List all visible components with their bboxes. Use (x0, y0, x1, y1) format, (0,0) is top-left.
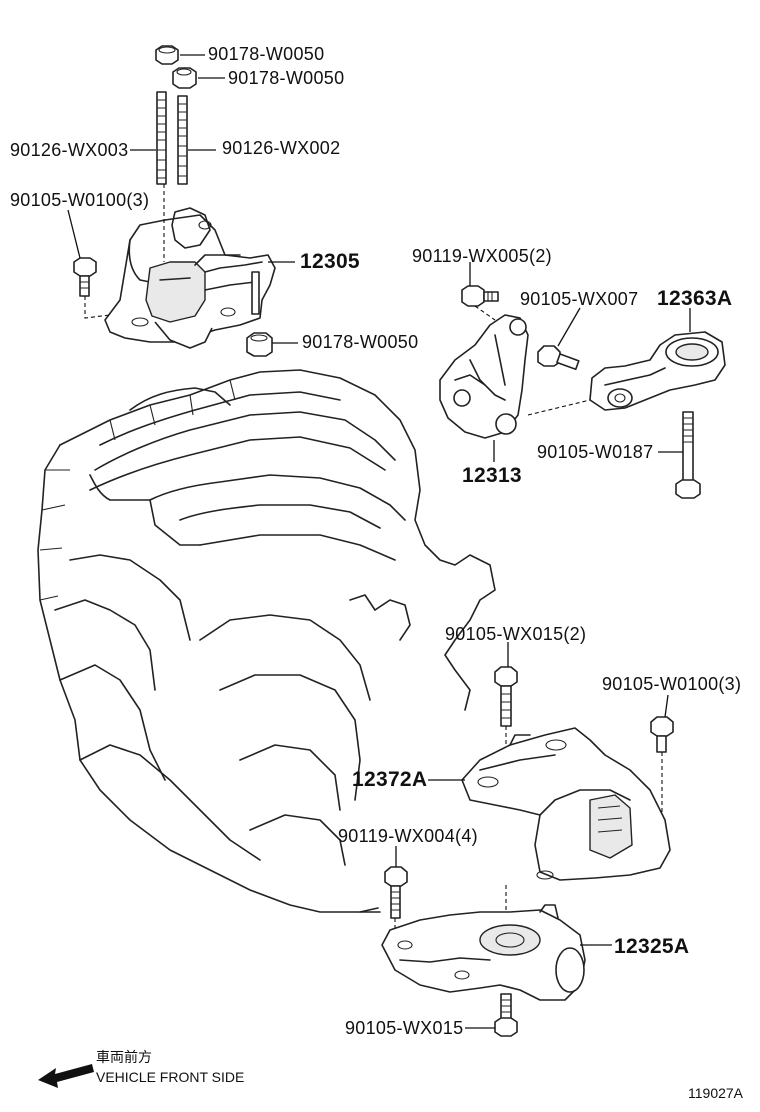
bolt-trans-left-shape (384, 866, 408, 935)
label-bolt-trans-bottom: 90105-WX015 (345, 1018, 463, 1038)
label-stud-a: 90126-WX003 (10, 140, 128, 160)
label-bolt-left: 90105-W0100(3) (10, 190, 149, 210)
label-bolt-rod: 90105-W0187 (537, 442, 653, 462)
stud-b-shape (177, 95, 188, 185)
bracket-trans-shape (461, 727, 671, 881)
engine-block-outline (37, 369, 496, 913)
label-mount-trans: 12325A (614, 935, 689, 958)
label-bracket-trans: 12372A (352, 768, 427, 791)
bolt-trans-bottom-shape (494, 993, 518, 1037)
label-rod-mount: 12363A (657, 287, 732, 310)
nut-top-1-shape (155, 45, 179, 65)
label-bolt-trans-top: 90105-WX015(2) (445, 624, 586, 644)
bracket-rear-shape (439, 305, 529, 439)
bolt-rod-shape (675, 411, 701, 499)
direction-japanese: 車両前方 (96, 1049, 152, 1065)
label-bolt-mid: 90105-WX007 (520, 289, 638, 309)
label-stud-b: 90126-WX002 (222, 138, 340, 158)
label-mount-upper: 12305 (300, 250, 360, 273)
label-bolt-trans-right: 90105-W0100(3) (602, 674, 741, 694)
figure-id: 119027A (688, 1085, 744, 1101)
label-bolt-bracket: 90119-WX005(2) (412, 246, 552, 266)
bolt-trans-top-shape (494, 666, 518, 770)
bolt-bracket-shape (461, 285, 499, 307)
mount-trans-shape (381, 885, 586, 1001)
bolt-mid-shape (537, 345, 580, 371)
label-nut-top-1: 90178-W0050 (208, 44, 324, 64)
label-bolt-trans-left: 90119-WX004(4) (338, 826, 478, 846)
rod-mount-shape (527, 331, 726, 416)
nut-lower-shape (246, 332, 273, 357)
label-bracket-rear: 12313 (462, 464, 522, 487)
stud-a-shape (156, 91, 167, 185)
bolt-left-shape (73, 257, 97, 297)
nut-top-2-shape (172, 67, 197, 89)
direction-english: VEHICLE FRONT SIDE (96, 1069, 244, 1085)
label-nut-lower: 90178-W0050 (302, 332, 418, 352)
leader-lines (67, 54, 691, 1029)
engine-mount-upper-shape (84, 184, 276, 349)
vehicle-front-arrow (38, 1064, 94, 1088)
label-nut-top-2: 90178-W0050 (228, 68, 344, 88)
